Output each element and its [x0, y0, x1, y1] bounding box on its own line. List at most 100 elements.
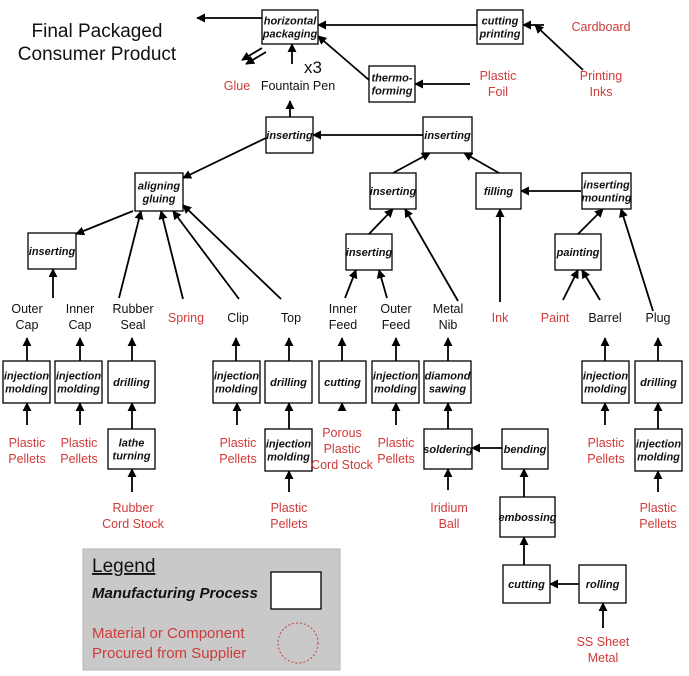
process-label: aligning — [138, 181, 180, 193]
supplied-cardboard: Cardboard — [571, 20, 630, 34]
supplied-plastic-pellets-7: Plastic — [640, 501, 677, 515]
legend-supplier-swatch — [277, 622, 319, 664]
process-box — [54, 360, 103, 404]
process-box — [499, 496, 556, 538]
process-bending: bending — [501, 428, 549, 470]
process-cutting-2: cutting — [502, 564, 551, 604]
flow-arrow — [376, 269, 388, 299]
supplied-plastic-foil: Foil — [488, 85, 508, 99]
supplied-ss-sheet: SS Sheet — [577, 635, 630, 649]
supplied-plastic-pellets-3: Plastic — [220, 436, 257, 450]
supplied-printing-inks: Inks — [590, 85, 613, 99]
process-box — [368, 65, 416, 103]
legend-supplier-label: Procured from Supplier — [92, 645, 246, 662]
component-inner-cap: Cap — [69, 318, 92, 332]
supplied-ink: Ink — [492, 311, 509, 325]
process-box — [578, 564, 627, 604]
process-box — [264, 428, 313, 472]
process-label: embossing — [498, 512, 556, 524]
supplied-porous-plastic: Porous — [322, 426, 362, 440]
supplied-plastic-pellets-1: Pellets — [8, 452, 46, 466]
process-embossing: embossing — [498, 496, 557, 538]
flow-arrow — [577, 208, 604, 235]
flow-arrow — [245, 51, 267, 65]
flow-arrow — [75, 210, 134, 236]
supplied-plastic-pellets-5: Pellets — [587, 452, 625, 466]
process-label: inserting — [583, 180, 630, 192]
process-rolling: rolling — [578, 564, 627, 604]
flow-arrow — [317, 35, 370, 81]
component-outer-feed: Outer — [380, 302, 411, 316]
supplied-plastic-pellets-5: Plastic — [588, 436, 625, 450]
legend-title: Legend — [92, 556, 155, 577]
component-inner-feed: Feed — [329, 318, 358, 332]
component-clip: Clip — [227, 311, 249, 325]
flow-arrow — [172, 210, 240, 300]
supplied-plastic-pellets-6: Pellets — [270, 517, 308, 531]
supplied-plastic-pellets-3: Pellets — [219, 452, 257, 466]
component-rubber-seal: Rubber — [113, 302, 154, 316]
component-plug: Plug — [645, 311, 670, 325]
process-label: printing — [479, 29, 521, 41]
supplied-spring: Spring — [168, 311, 204, 325]
process-label: drilling — [113, 377, 150, 389]
process-box — [345, 233, 393, 271]
supplied-iridium-ball: Iridium — [430, 501, 468, 515]
process-box — [27, 232, 77, 270]
process-label: molding — [215, 384, 258, 396]
process-soldering: soldering — [423, 428, 473, 470]
process-box — [501, 428, 549, 470]
supplied-glue: Glue — [224, 79, 250, 93]
process-box — [581, 360, 630, 404]
supplied-rubber-cord: Rubber — [113, 501, 154, 515]
process-box — [423, 360, 472, 404]
legend-supplier-label: Material or Component — [92, 625, 245, 642]
supplied-plastic-pellets-4: Plastic — [378, 436, 415, 450]
quantity-multiplier: x3 — [304, 58, 322, 77]
component-inner-feed: Inner — [329, 302, 358, 316]
process-label: molding — [267, 452, 310, 464]
process-label: inserting — [346, 247, 393, 259]
process-label: molding — [584, 384, 627, 396]
process-label: molding — [5, 384, 48, 396]
supplied-ss-sheet: Metal — [588, 651, 619, 665]
flow-arrow — [241, 47, 263, 61]
process-label: forming — [372, 86, 413, 98]
flow-arrow — [562, 269, 579, 301]
flow-arrow — [581, 269, 601, 301]
process-filling: filling — [475, 172, 522, 210]
process-label: sawing — [429, 384, 467, 396]
supplied-printing-inks: Printing — [580, 69, 622, 83]
process-box — [634, 428, 683, 472]
supplied-porous-plastic: Cord Stock — [311, 458, 374, 472]
flow-arrow — [619, 208, 654, 312]
process-label: injection — [56, 371, 102, 383]
process-label: horizontal — [264, 16, 317, 28]
process-box — [264, 360, 313, 404]
process-label: injection — [214, 371, 260, 383]
component-outer-feed: Feed — [382, 318, 411, 332]
process-label: painting — [556, 247, 600, 259]
process-inserting-left: inserting — [27, 232, 77, 270]
process-label: cutting — [482, 16, 519, 28]
component-barrel: Barrel — [588, 311, 621, 325]
flow-arrow — [368, 208, 394, 235]
process-box — [2, 360, 51, 404]
process-label: cutting — [508, 579, 545, 591]
process-box — [265, 116, 314, 154]
supplied-porous-plastic: Plastic — [324, 442, 361, 456]
flow-arrow — [463, 152, 500, 174]
process-label: injection — [373, 371, 419, 383]
flow-arrow — [344, 269, 358, 299]
process-drilling-2: drilling — [264, 360, 313, 404]
process-drilling-1: drilling — [107, 360, 156, 404]
